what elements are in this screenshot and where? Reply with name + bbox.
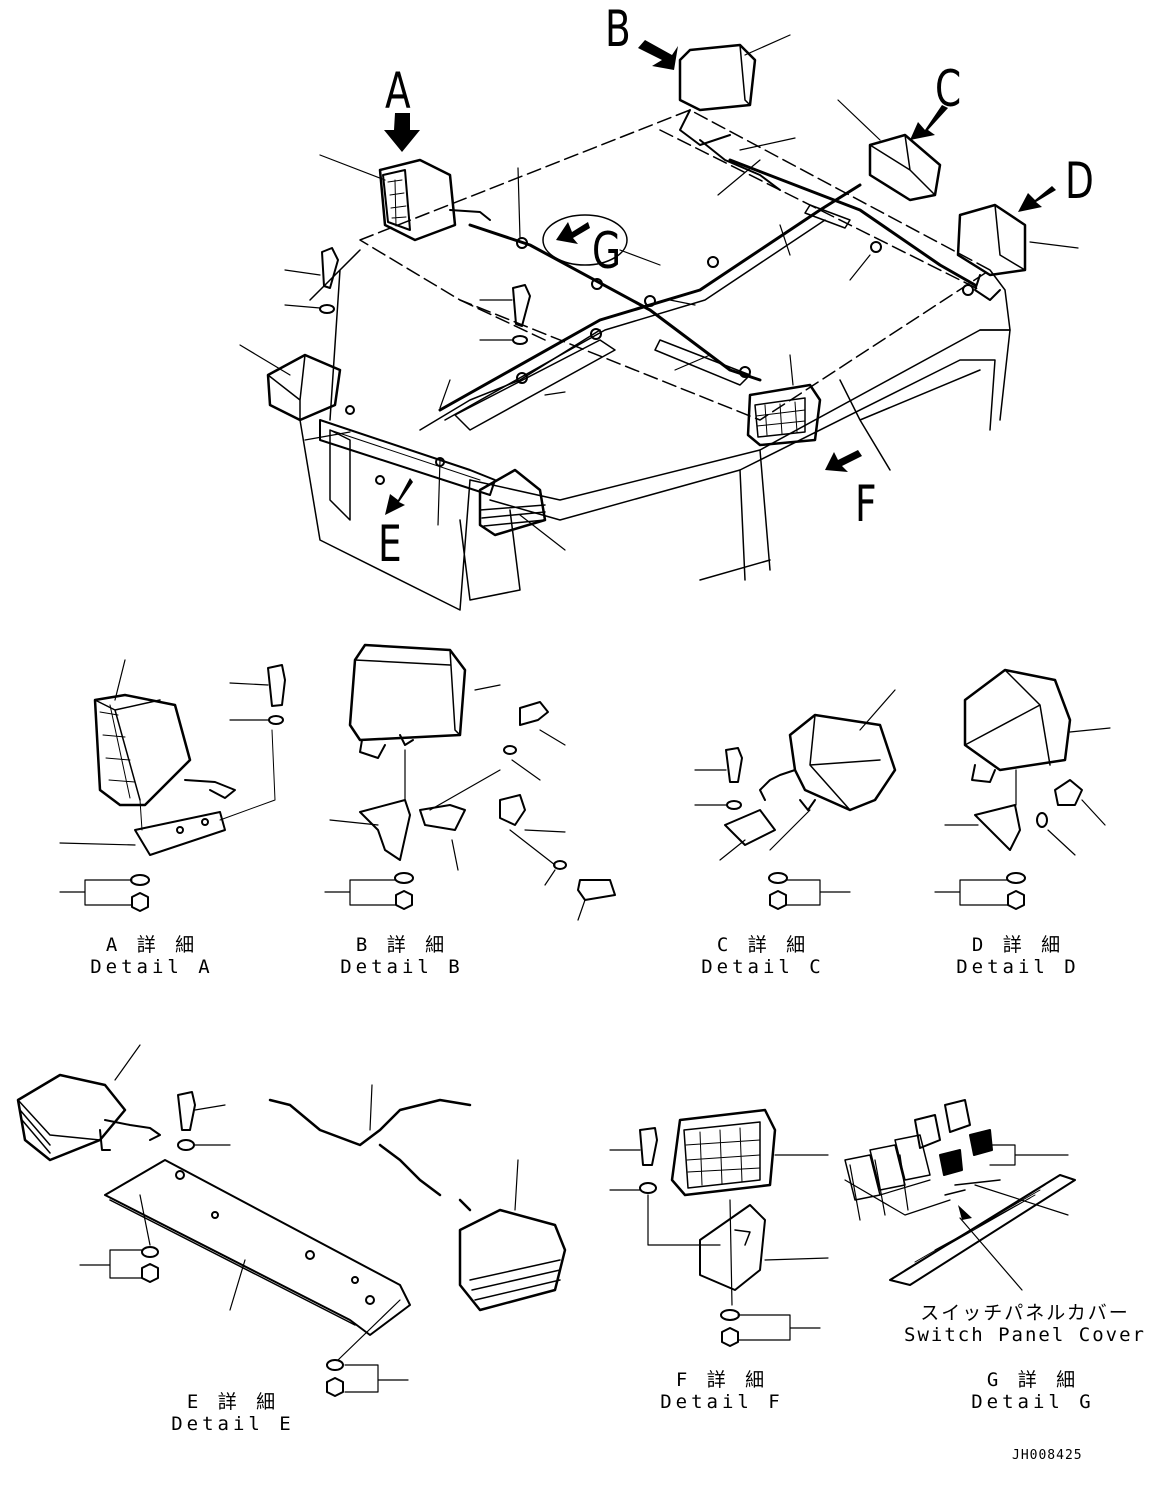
callout-a: A bbox=[385, 62, 411, 120]
detail-g-caption-en: Detail G bbox=[971, 1391, 1095, 1413]
switch-panel-cover-label-jp: スイッチパネルカバー bbox=[920, 1302, 1130, 1324]
detail-b-caption-jp: B 詳 細 bbox=[355, 934, 449, 956]
detail-e-caption-en: Detail E bbox=[171, 1413, 295, 1435]
cab-roof-assembly bbox=[239, 34, 1079, 611]
switch-panel-cover-label-en: Switch Panel Cover bbox=[904, 1324, 1146, 1346]
callout-c: C bbox=[935, 60, 962, 118]
detail-c-caption-en: Detail C bbox=[701, 956, 825, 978]
detail-g-drawing bbox=[844, 1099, 1076, 1291]
detail-e-drawing bbox=[16, 1044, 567, 1397]
detail-b-caption-en: Detail B bbox=[340, 956, 464, 978]
callout-g: G bbox=[592, 222, 622, 280]
detail-d-drawing bbox=[934, 668, 1111, 910]
detail-a-caption-jp: A 詳 細 bbox=[105, 934, 199, 956]
detail-a-drawing bbox=[59, 659, 286, 912]
detail-f-caption-jp: F 詳 細 bbox=[675, 1369, 769, 1391]
callout-b: B bbox=[605, 0, 631, 58]
callout-d: D bbox=[1065, 152, 1094, 210]
drawing-code: JH008425 bbox=[1012, 1448, 1083, 1463]
callout-e: E bbox=[378, 515, 402, 573]
detail-g-caption-jp: G 詳 細 bbox=[986, 1369, 1080, 1391]
detail-b-drawing bbox=[324, 643, 616, 921]
detail-d-caption-en: Detail D bbox=[956, 956, 1080, 978]
detail-c-caption-jp: C 詳 細 bbox=[716, 934, 810, 956]
detail-c-drawing bbox=[694, 689, 897, 910]
detail-d-caption-jp: D 詳 細 bbox=[971, 934, 1065, 956]
callout-f: F bbox=[855, 475, 877, 533]
detail-e-caption-jp: E 詳 細 bbox=[186, 1391, 280, 1413]
detail-f-drawing bbox=[609, 1108, 829, 1347]
detail-a-caption-en: Detail A bbox=[90, 956, 214, 978]
detail-f-caption-en: Detail F bbox=[660, 1391, 784, 1413]
